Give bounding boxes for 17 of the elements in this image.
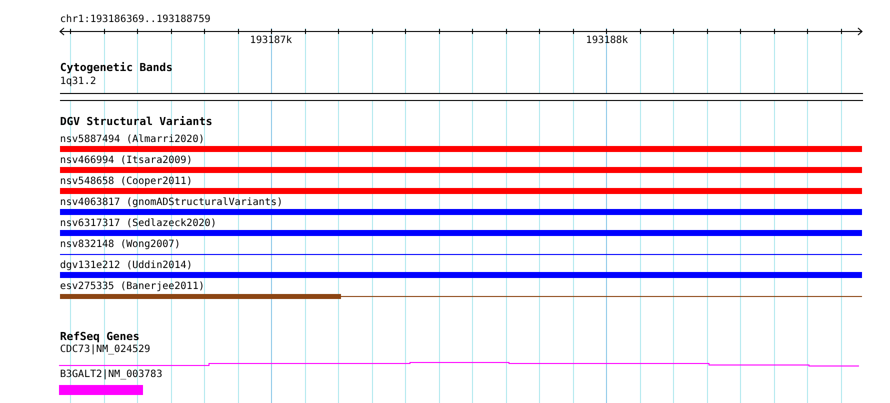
variant-label: nsv548658 (Cooper2011) <box>60 176 192 188</box>
range-label: chr1:193186369..193188759 <box>60 14 211 26</box>
track-heading: DGV Structural Variants <box>60 116 212 128</box>
variant-label: nsv466994 (Itsara2009) <box>60 155 192 167</box>
variant-label: nsv4063817 (gnomADStructuralVariants) <box>60 197 283 209</box>
variant-label: nsv832148 (Wong2007) <box>60 239 180 251</box>
track-heading: Cytogenetic Bands <box>60 62 173 74</box>
variant-label: dgv131e212 (Uddin2014) <box>60 260 192 272</box>
track-heading: RefSeq Genes <box>60 331 140 343</box>
variant-label: nsv5887494 (Almarri2020) <box>60 134 204 146</box>
variant-label: nsv6317317 (Sedlazeck2020) <box>60 218 217 230</box>
band-label: 1q31.2 <box>60 76 96 88</box>
tick-label: 193187k <box>250 35 292 47</box>
tick-label: 193188k <box>586 35 628 47</box>
gene-label: CDC73|NM_024529 <box>60 344 150 356</box>
gene-label: B3GALT2|NM_003783 <box>60 369 162 381</box>
variant-label: esv275335 (Banerjee2011) <box>60 281 204 293</box>
